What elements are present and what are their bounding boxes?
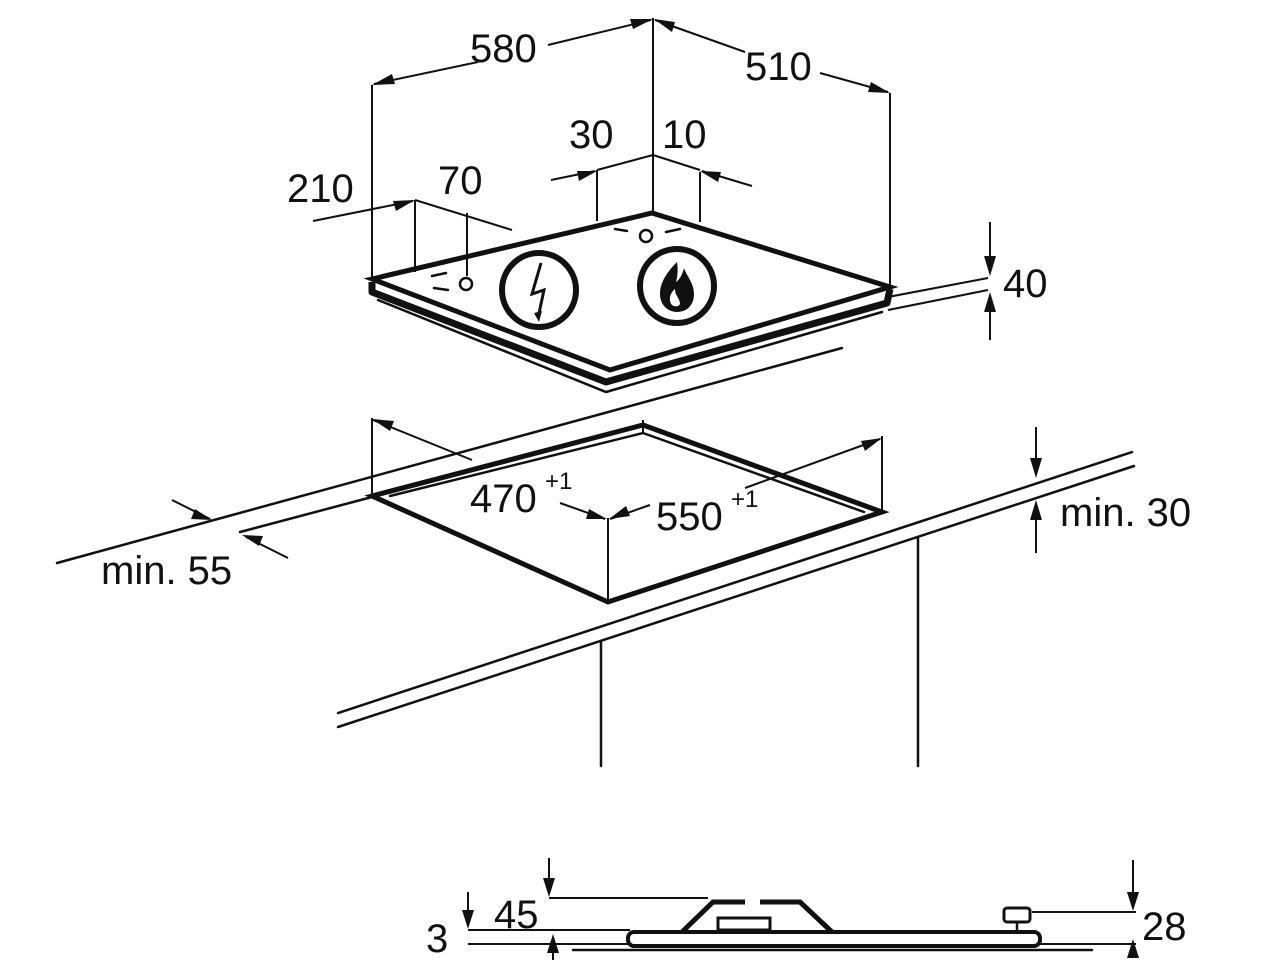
hob-dimension-lines	[312, 18, 996, 340]
hob	[363, 210, 899, 394]
dim-3: 3	[426, 917, 448, 960]
dim-30: 30	[569, 113, 614, 157]
dim-470-tolerance: +1	[545, 468, 572, 495]
dim-min-55: min. 55	[101, 549, 232, 593]
dim-470: 470	[470, 477, 537, 521]
cutout	[171, 418, 1042, 605]
dim-min-30: min. 30	[1060, 491, 1191, 535]
side-profile	[462, 858, 1139, 960]
dim-40: 40	[1003, 262, 1048, 306]
dim-10: 10	[662, 113, 707, 157]
dim-70: 70	[438, 159, 483, 203]
countertop	[55, 346, 1136, 768]
dim-210: 210	[287, 167, 354, 211]
dim-580: 580	[470, 27, 537, 71]
electric-connection-icon	[499, 250, 579, 330]
dim-510: 510	[745, 45, 812, 89]
dim-550-tolerance: +1	[731, 486, 758, 513]
dim-28: 28	[1142, 905, 1187, 949]
dim-550: 550	[656, 495, 723, 539]
gas-connection-icon	[637, 246, 717, 326]
dim-45: 45	[494, 893, 539, 937]
